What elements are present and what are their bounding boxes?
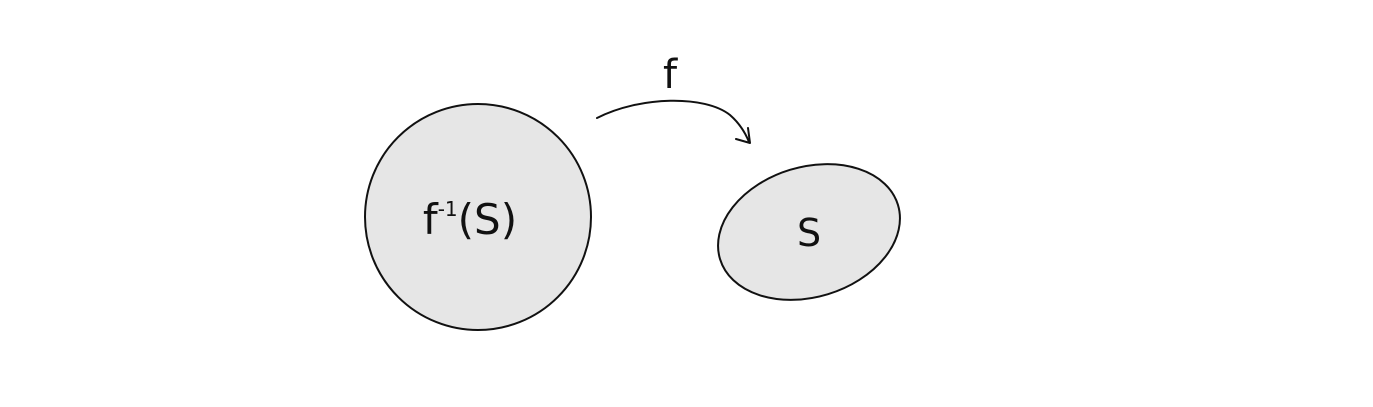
mapping-arrow: f [596, 52, 751, 144]
image-label: S [797, 211, 821, 255]
image-ellipse [717, 163, 901, 301]
preimage-set: f-1(S) [364, 103, 592, 331]
arrow-head [735, 127, 751, 144]
image-set: S [717, 163, 901, 301]
preimage-label-function: f [423, 195, 439, 244]
preimage-circle [364, 103, 592, 331]
preimage-label: f-1(S) [423, 195, 517, 244]
preimage-label-argument: (S) [458, 195, 517, 244]
preimage-label-superscript: -1 [438, 197, 458, 221]
arrow-shaft [596, 99, 750, 143]
arrow-label: f [663, 52, 678, 98]
